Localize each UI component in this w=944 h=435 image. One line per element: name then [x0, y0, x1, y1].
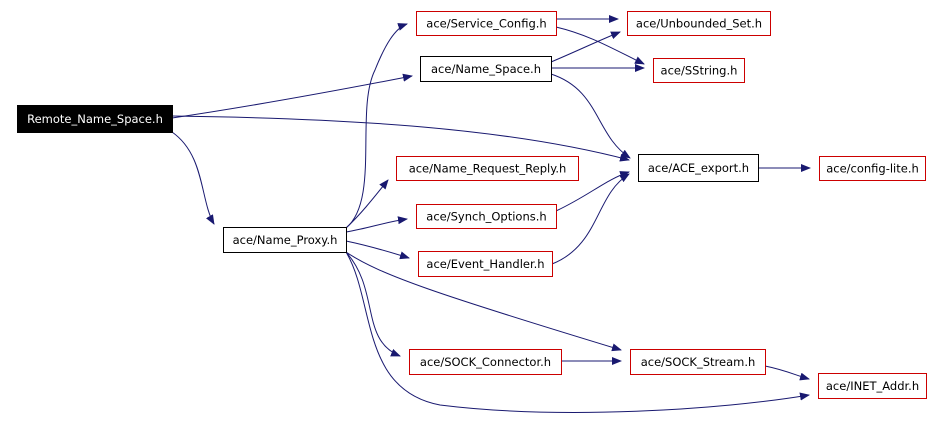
node-synch-options[interactable]: ace/Synch_Options.h [416, 204, 557, 229]
node-sstring[interactable]: ace/SString.h [653, 58, 745, 83]
node-inet-addr[interactable]: ace/INET_Addr.h [818, 373, 927, 399]
node-label: ace/Synch_Options.h [426, 210, 546, 224]
node-label: ace/Name_Space.h [431, 62, 541, 76]
node-label: ace/Service_Config.h [426, 17, 546, 31]
node-ace-export[interactable]: ace/ACE_export.h [638, 154, 759, 182]
node-sock-connector[interactable]: ace/SOCK_Connector.h [409, 349, 562, 375]
node-event-handler[interactable]: ace/Event_Handler.h [418, 251, 553, 277]
node-box [818, 373, 927, 399]
node-box [819, 156, 926, 181]
node-box [17, 105, 173, 133]
node-label: ace/Unbounded_Set.h [636, 17, 762, 31]
node-unbounded-set[interactable]: ace/Unbounded_Set.h [627, 11, 771, 36]
node-sock-stream[interactable]: ace/SOCK_Stream.h [630, 349, 766, 375]
node-box [653, 58, 745, 83]
node-label: ace/Event_Handler.h [426, 257, 544, 271]
node-box [627, 11, 771, 36]
node-box [223, 227, 347, 253]
edge-name-proxy-to-service-config [345, 23, 408, 229]
node-service-config[interactable]: ace/Service_Config.h [416, 11, 557, 36]
node-root[interactable]: Remote_Name_Space.h [17, 105, 173, 133]
node-label: ace/SOCK_Connector.h [420, 355, 551, 369]
node-label: Remote_Name_Space.h [27, 112, 163, 126]
node-box [420, 56, 552, 82]
node-box [409, 349, 562, 375]
node-label: ace/SString.h [661, 64, 738, 78]
edge-name-proxy-to-sock-connector [345, 251, 401, 357]
node-label: ace/Name_Request_Reply.h [409, 162, 567, 176]
node-box [630, 349, 766, 375]
edges-layer [171, 15, 811, 413]
node-box [638, 154, 759, 182]
edge-name-proxy-to-sock-stream [345, 251, 622, 352]
node-box [396, 156, 579, 181]
edge-sock-stream-to-inet-addr [764, 365, 810, 381]
node-label: ace/config-lite.h [826, 162, 919, 176]
node-label: ace/ACE_export.h [648, 161, 749, 175]
node-label: ace/INET_Addr.h [826, 379, 919, 393]
node-name-space[interactable]: ace/Name_Space.h [420, 56, 552, 82]
edge-name-proxy-to-synch-options [345, 216, 408, 233]
node-config-lite[interactable]: ace/config-lite.h [819, 156, 926, 181]
node-name-proxy[interactable]: ace/Name_Proxy.h [223, 227, 347, 253]
edge-root-to-name-proxy [171, 131, 215, 225]
edge-name-proxy-to-name-request-reply [345, 179, 389, 229]
edge-name-space-to-unbounded-set [550, 31, 621, 63]
edge-name-proxy-to-event-handler [345, 240, 410, 260]
edge-root-to-name-space [171, 73, 413, 119]
edge-name-proxy-to-inet-addr [345, 251, 810, 413]
node-label: ace/SOCK_Stream.h [641, 355, 756, 369]
node-name-request-reply[interactable]: ace/Name_Request_Reply.h [396, 156, 579, 181]
node-box [416, 11, 557, 36]
node-box [418, 251, 553, 277]
node-box [416, 204, 557, 229]
edge-service-config-to-sstring [555, 26, 645, 65]
edge-root-to-ace-export [171, 115, 630, 162]
edge-name-space-to-ace-export [550, 73, 631, 159]
node-label: ace/Name_Proxy.h [233, 233, 338, 247]
edge-event-handler-to-ace-export [551, 173, 630, 265]
